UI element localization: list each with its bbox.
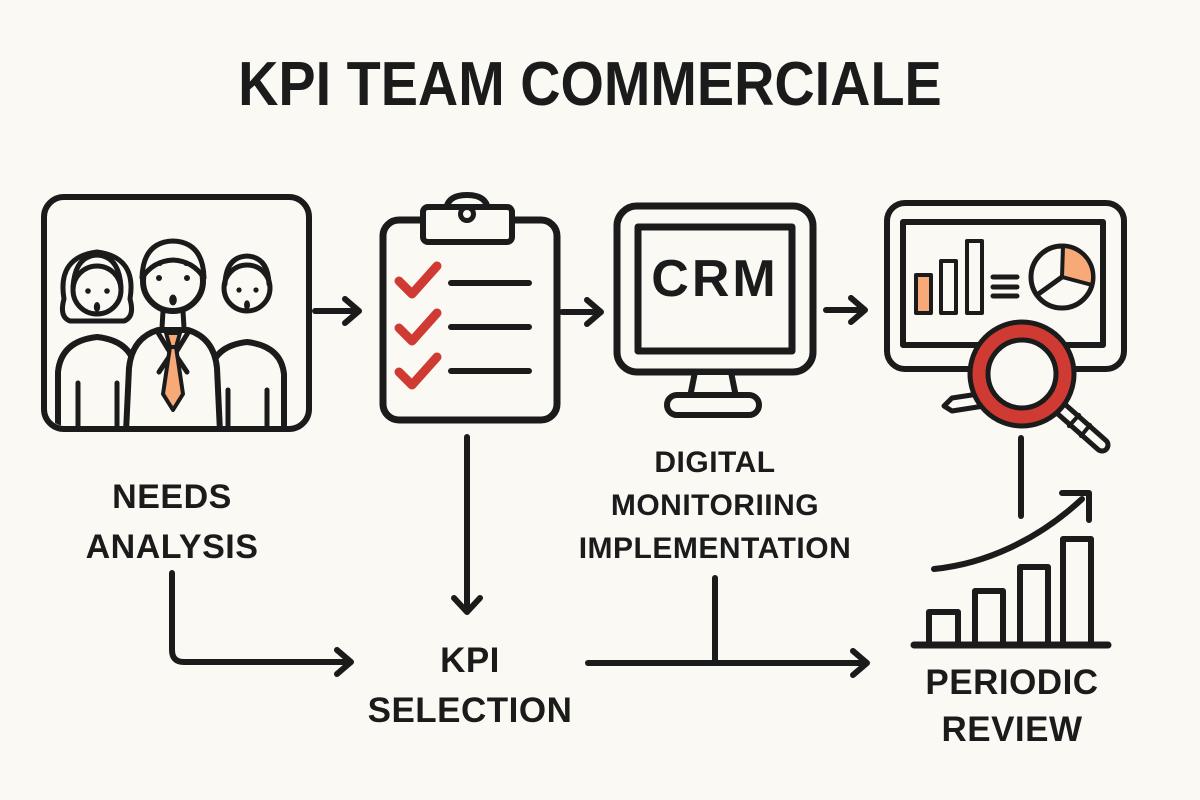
crm-monitor-icon (613, 202, 817, 418)
team-icon (41, 194, 312, 432)
magnifier-icon (941, 319, 1111, 454)
right-arrow-icon (312, 296, 362, 326)
right-arrow-icon (585, 575, 870, 678)
right-arrow-icon (823, 295, 868, 325)
menu-lines-icon (990, 274, 1020, 299)
bar-chart-icon (914, 239, 984, 315)
page-title: KPI TEAM COMMERCIALE (0, 54, 1180, 116)
label-kpi-selection: KPI SELECTION (367, 641, 573, 730)
page-title-text: KPI TEAM COMMERCIALE (238, 50, 942, 119)
pie-chart-icon (1028, 243, 1096, 311)
down-arrow-icon (451, 434, 483, 615)
right-arrow-icon (559, 297, 604, 327)
label-periodic-review: PERIODIC REVIEW (925, 663, 1099, 749)
checklist-icon (379, 192, 561, 424)
dashboard-icon (884, 200, 1127, 372)
label-needs-analysis: NEEDS ANALYSIS (85, 478, 259, 566)
crm-screen-text: CRM (651, 250, 779, 308)
elbow-arrow-icon (169, 570, 354, 677)
growth-chart-icon (910, 490, 1112, 649)
label-digital-monitoring-implementation: DIGITAL MONITORIING IMPLEMENTATION (578, 446, 852, 565)
